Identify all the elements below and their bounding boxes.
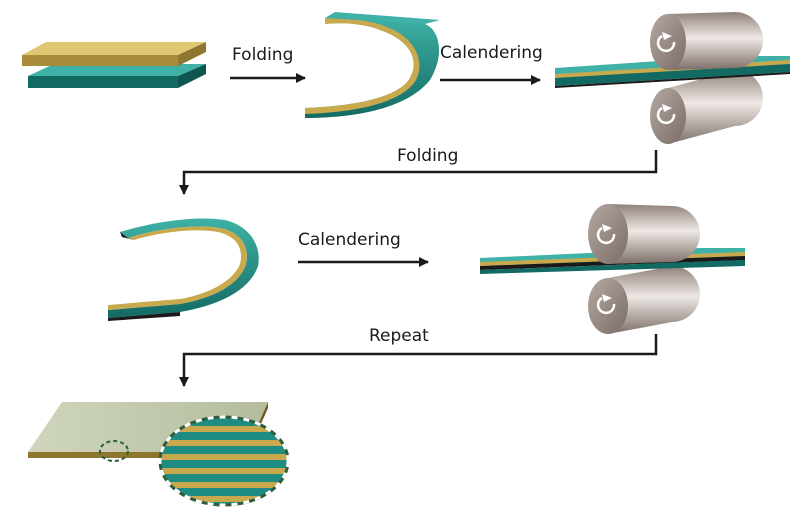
folded-sheet-1 <box>305 12 440 119</box>
separate-sheets <box>22 42 206 88</box>
connector-folding-2 <box>179 150 658 195</box>
calender-1 <box>555 12 790 144</box>
label-calendering-2: Calendering <box>298 230 401 250</box>
rotation-arrow-icon <box>602 294 612 302</box>
zoom-inset <box>158 415 290 507</box>
rotation-arrow-icon <box>662 32 672 40</box>
zoom-marker <box>99 440 129 462</box>
label-calendering-1: Calendering <box>440 43 543 63</box>
folded-sheet-2 <box>108 218 259 321</box>
connector-repeat <box>179 334 658 387</box>
label-folding-2: Folding <box>397 146 459 166</box>
calender-2 <box>480 204 745 334</box>
label-folding-1: Folding <box>232 45 294 65</box>
rotation-arrow-icon <box>602 224 612 232</box>
rotation-arrow-icon <box>662 104 672 112</box>
label-repeat: Repeat <box>369 326 429 346</box>
